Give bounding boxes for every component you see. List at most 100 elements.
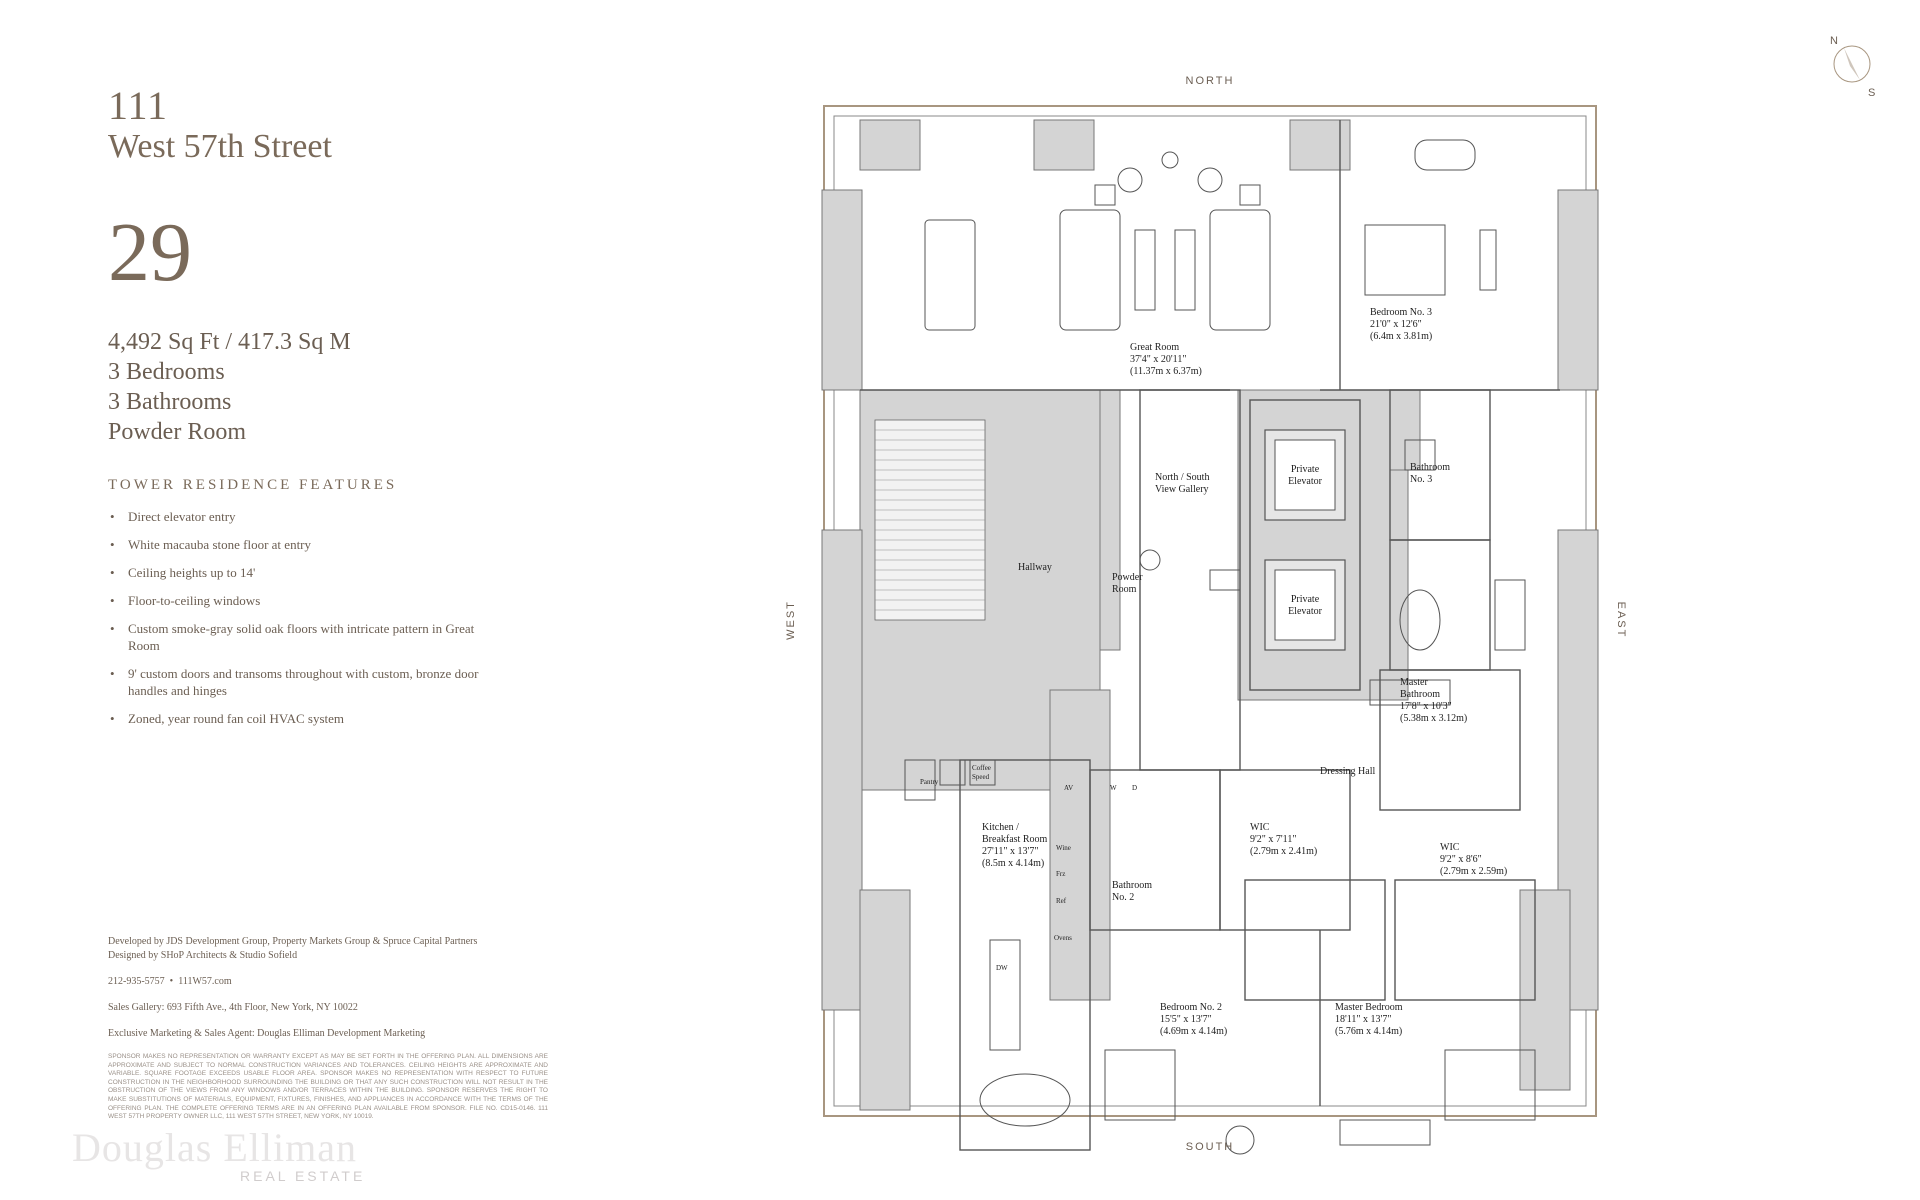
north-label: NORTH xyxy=(1186,75,1235,87)
svg-text:WIC: WIC xyxy=(1440,842,1460,853)
svg-text:18'11" x 13'7": 18'11" x 13'7" xyxy=(1335,1014,1391,1025)
svg-text:Master Bedroom: Master Bedroom xyxy=(1335,1002,1403,1013)
svg-text:(5.76m x 4.14m): (5.76m x 4.14m) xyxy=(1335,1026,1402,1037)
floor-plan: NORTH SOUTH EAST WEST Great Room 37'4" x… xyxy=(760,60,1660,1160)
ovens-label: Ovens xyxy=(1054,934,1072,942)
svg-text:(2.79m x 2.59m): (2.79m x 2.59m) xyxy=(1440,866,1507,877)
master-bath-label: Master Bathroom 17'8" x 10'3" (5.38m x 3… xyxy=(1400,677,1467,724)
bedroom3-label: Bedroom No. 3 21'0" x 12'6" (6.4m x 3.81… xyxy=(1370,307,1432,342)
credits-block: Developed by JDS Development Group, Prop… xyxy=(108,935,548,1122)
bathroom2-label: Bathroom No. 2 xyxy=(1112,880,1152,903)
sales-gallery: Sales Gallery: 693 Fifth Ave., 4th Floor… xyxy=(108,1002,358,1013)
svg-text:(11.37m x 6.37m): (11.37m x 6.37m) xyxy=(1130,366,1202,377)
svg-text:9'2" x 7'11": 9'2" x 7'11" xyxy=(1250,834,1296,845)
svg-text:Bedroom No. 3: Bedroom No. 3 xyxy=(1370,307,1432,318)
svg-text:Room: Room xyxy=(1112,584,1137,595)
listing-info-panel: 111 West 57th Street 29 4,492 Sq Ft / 41… xyxy=(108,86,668,738)
svg-text:Elevator: Elevator xyxy=(1288,476,1323,487)
kitchen-label: Kitchen / Breakfast Room 27'11" x 13'7" … xyxy=(982,822,1047,869)
great-room-label: Great Room 37'4" x 20'11" (11.37m x 6.37… xyxy=(1130,342,1202,377)
dressing-hall-label: Dressing Hall xyxy=(1320,766,1375,777)
freezer-label: Frz xyxy=(1056,870,1065,878)
legal-disclaimer: Sponsor makes no representation or warra… xyxy=(108,1053,548,1121)
developer-credit: Developed by JDS Development Group, Prop… xyxy=(108,936,478,947)
unit-specs: 4,492 Sq Ft / 417.3 Sq M 3 Bedrooms 3 Ba… xyxy=(108,327,668,447)
svg-text:Powder: Powder xyxy=(1112,572,1143,583)
watermark-logo: Douglas Elliman xyxy=(72,1125,357,1170)
svg-text:Bathroom: Bathroom xyxy=(1112,880,1152,891)
watermark-subtitle: REAL ESTATE xyxy=(240,1168,366,1184)
hallway-label: Hallway xyxy=(1018,562,1052,573)
svg-text:Great Room: Great Room xyxy=(1130,342,1179,353)
svg-text:Bathroom: Bathroom xyxy=(1400,689,1440,700)
wic2-label: WIC 9'2" x 8'6" (2.79m x 2.59m) xyxy=(1440,842,1507,877)
wic1-label: WIC 9'2" x 7'11" (2.79m x 2.41m) xyxy=(1250,822,1317,857)
contact-line: 212-935-5757 • 111W57.com xyxy=(108,976,232,987)
feature-item: Ceiling heights up to 14' xyxy=(108,564,488,581)
phone-number: 212-935-5757 xyxy=(108,976,165,987)
svg-text:Private: Private xyxy=(1291,464,1320,475)
great-room-furniture xyxy=(924,151,1271,331)
svg-text:No. 3: No. 3 xyxy=(1410,474,1432,485)
svg-text:Private: Private xyxy=(1291,594,1320,605)
stair-treads xyxy=(875,429,985,611)
elevator-inner xyxy=(1274,439,1336,641)
svg-text:Speed: Speed xyxy=(972,773,990,781)
interior-walls xyxy=(860,120,1560,1151)
sales-agent: Exclusive Marketing & Sales Agent: Dougl… xyxy=(108,1028,426,1039)
bedroom3-furniture xyxy=(1364,139,1497,296)
features-heading: TOWER RESIDENCE FEATURES xyxy=(108,477,398,494)
washer-label: W xyxy=(1110,784,1117,792)
svg-text:WIC: WIC xyxy=(1250,822,1270,833)
east-label: EAST xyxy=(1615,602,1627,639)
dishwasher-label: DW xyxy=(996,964,1008,972)
svg-text:Elevator: Elevator xyxy=(1288,606,1323,617)
compass-n-label: N xyxy=(1830,35,1840,47)
feature-item: Direct elevator entry xyxy=(108,508,488,525)
pantry-label: Pantry xyxy=(920,778,939,786)
west-label: WEST xyxy=(785,600,797,640)
svg-text:Master: Master xyxy=(1400,677,1428,688)
unit-bedrooms: 3 Bedrooms xyxy=(108,359,225,386)
master-bedroom-label: Master Bedroom 18'11" x 13'7" (5.76m x 4… xyxy=(1335,1002,1403,1037)
gallery-label: North / South View Gallery xyxy=(1155,472,1209,495)
svg-text:17'8" x 10'3": 17'8" x 10'3" xyxy=(1400,701,1452,712)
designer-credit: Designed by SHoP Architects & Studio Sof… xyxy=(108,950,298,961)
fridge-label: Ref xyxy=(1056,897,1067,905)
bath-fixtures xyxy=(1139,439,1526,706)
svg-text:(8.5m x 4.14m): (8.5m x 4.14m) xyxy=(982,858,1044,869)
svg-text:North / South: North / South xyxy=(1155,472,1209,483)
bathroom3-label: Bathroom No. 3 xyxy=(1410,462,1450,485)
coffee-label: Coffee Speed xyxy=(972,764,991,781)
bedrooms-lower-furniture xyxy=(1104,1049,1536,1155)
building-street: West 57th Street xyxy=(108,128,332,165)
feature-item: 9' custom doors and transoms throughout … xyxy=(108,665,488,699)
svg-text:View Gallery: View Gallery xyxy=(1155,484,1209,495)
building-number: 111 xyxy=(108,83,169,128)
elevator1-label: Private Elevator xyxy=(1288,464,1323,487)
bedroom2-label: Bedroom No. 2 15'5" x 13'7" (4.69m x 4.1… xyxy=(1160,1002,1227,1037)
svg-text:Breakfast Room: Breakfast Room xyxy=(982,834,1047,845)
feature-item: Custom smoke-gray solid oak floors with … xyxy=(108,620,488,654)
dryer-label: D xyxy=(1132,784,1137,792)
svg-text:Coffee: Coffee xyxy=(972,764,991,772)
compass-icon: N S xyxy=(1820,30,1880,100)
compass-s-label: S xyxy=(1868,87,1877,99)
website-link[interactable]: 111W57.com xyxy=(178,976,232,987)
feature-item: White macauba stone floor at entry xyxy=(108,536,488,553)
svg-text:Bedroom No. 2: Bedroom No. 2 xyxy=(1160,1002,1222,1013)
floor-number: 29 xyxy=(108,206,192,300)
svg-text:9'2" x 8'6": 9'2" x 8'6" xyxy=(1440,854,1482,865)
svg-text:(5.38m x 3.12m): (5.38m x 3.12m) xyxy=(1400,713,1467,724)
svg-text:(4.69m x 4.14m): (4.69m x 4.14m) xyxy=(1160,1026,1227,1037)
wine-label: Wine xyxy=(1056,844,1071,852)
elevator2-label: Private Elevator xyxy=(1288,594,1323,617)
svg-text:No. 2: No. 2 xyxy=(1112,892,1134,903)
svg-text:27'11" x 13'7": 27'11" x 13'7" xyxy=(982,846,1038,857)
feature-item: Floor-to-ceiling windows xyxy=(108,592,488,609)
kitchen-furniture xyxy=(904,759,1071,1127)
powder-room-label: Powder Room xyxy=(1112,572,1143,595)
svg-text:(6.4m x 3.81m): (6.4m x 3.81m) xyxy=(1370,331,1432,342)
svg-text:(2.79m x 2.41m): (2.79m x 2.41m) xyxy=(1250,846,1317,857)
svg-text:Bathroom: Bathroom xyxy=(1410,462,1450,473)
